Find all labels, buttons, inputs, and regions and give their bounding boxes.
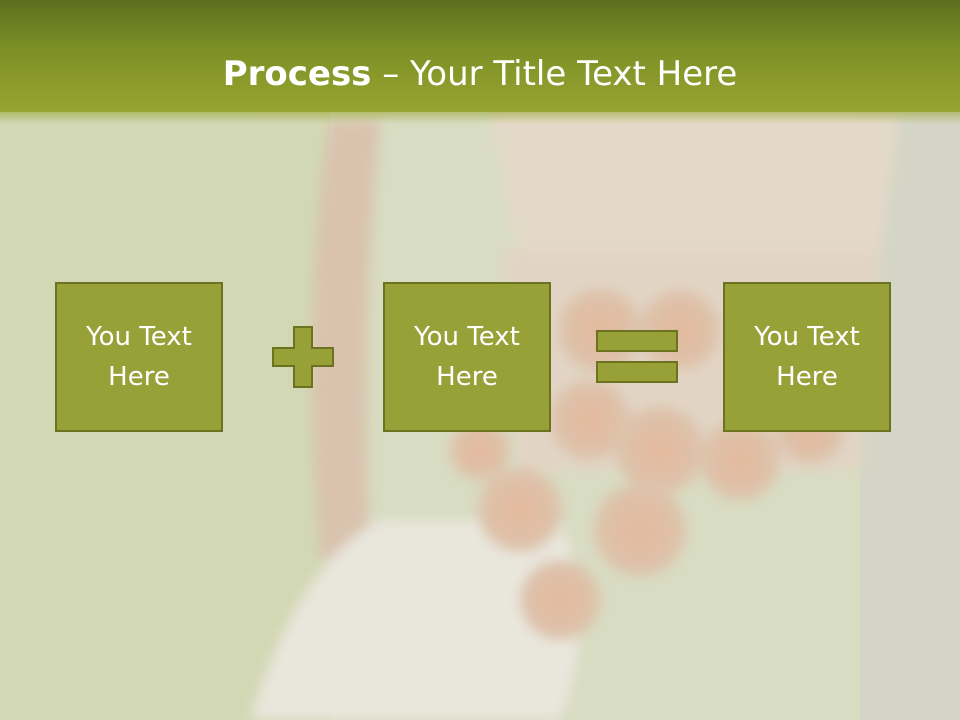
slide-title-bold: Process <box>222 54 372 94</box>
slide-title-rest: – Your Title Text Here <box>371 54 738 94</box>
equals-icon <box>596 330 678 383</box>
title-bar <box>0 0 960 112</box>
plus-icon <box>272 326 334 388</box>
slide-title: Process – Your Title Text Here <box>0 52 960 96</box>
title-bar-fade <box>0 112 960 124</box>
process-box-1-text: You Text Here <box>86 322 192 392</box>
process-box-3-text: You Text Here <box>754 322 860 392</box>
process-box-2[interactable]: You Text Here <box>383 282 551 432</box>
process-box-2-text: You Text Here <box>414 322 520 392</box>
process-box-1[interactable]: You Text Here <box>55 282 223 432</box>
process-box-3[interactable]: You Text Here <box>723 282 891 432</box>
